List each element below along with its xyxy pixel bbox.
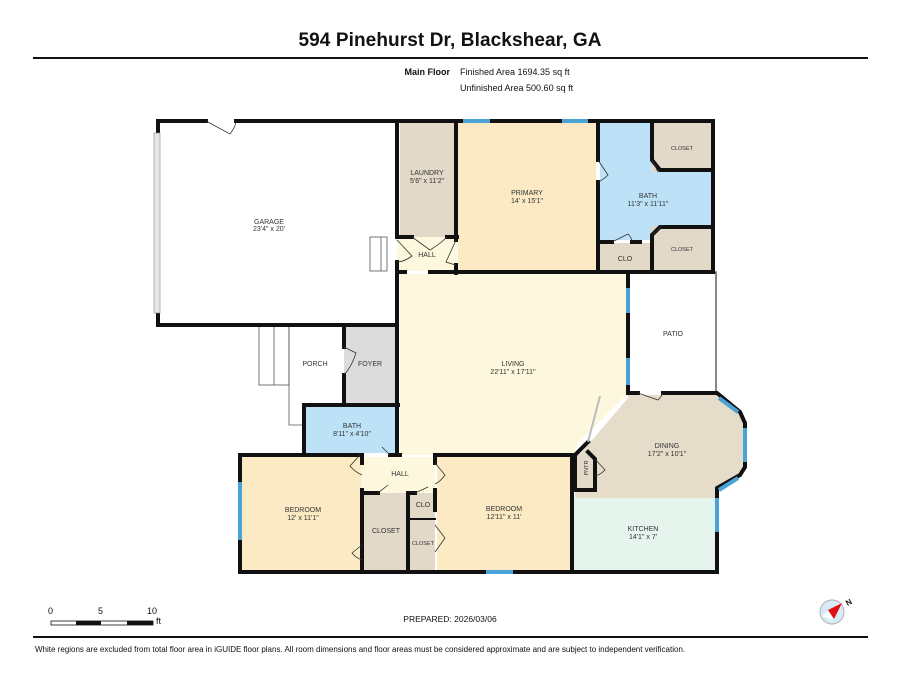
bedroom-west-dims: 12' x 11'1" — [287, 515, 319, 522]
primary-label: PRIMARY — [511, 190, 543, 197]
laundry-label: LAUNDRY — [410, 170, 444, 177]
garage-fill — [160, 121, 397, 325]
hall-south-label: HALL — [391, 471, 409, 478]
room-labels: GARAGE 23'4" x 20' LAUNDRY 5'6" x 11'2" … — [253, 146, 694, 547]
scale-bar — [50, 620, 154, 626]
laundry-fill — [400, 121, 455, 237]
closet-south-label: CLOSET — [372, 528, 401, 535]
closet-south-fill — [364, 493, 407, 571]
bedroom-east-label: BEDROOM — [486, 506, 522, 513]
kitchen-dims: 14'1" x 7' — [629, 534, 657, 541]
bath-hall-dims: 8'11" x 4'10" — [333, 431, 371, 438]
clo-ne-label: CLO — [618, 256, 633, 263]
closet-ne-top-fill — [652, 121, 713, 172]
primary-bath-dims: 11'3" x 11'11" — [628, 201, 669, 208]
compass-icon — [819, 599, 845, 625]
scale-tick-0: 0 — [48, 606, 54, 616]
living-fill — [400, 274, 628, 455]
kitchen-fill — [574, 498, 716, 570]
closet-south-small-fill — [410, 520, 435, 571]
unfinished-area: Unfinished Area 500.60 sq ft — [460, 83, 574, 93]
patio-label: PATIO — [663, 331, 684, 338]
finished-area: Finished Area 1694.35 sq ft — [460, 67, 570, 77]
clo-south-fill — [410, 493, 435, 520]
living-dims: 22'11" x 17'11" — [490, 369, 536, 376]
foyer-fill — [344, 327, 398, 403]
garage-dims: 23'4" x 20' — [253, 226, 285, 233]
closet-south-small-label: CLOSET — [412, 541, 435, 547]
primary-dims: 14' x 15'1" — [511, 198, 544, 205]
bedroom-west-label: BEDROOM — [285, 507, 321, 514]
dining-label: DINING — [655, 443, 680, 450]
hall-south-fill — [361, 457, 435, 493]
bedroom-east-dims: 12'11" x 11' — [487, 514, 522, 521]
pantry-label: PNTR — [584, 460, 590, 475]
disclaimer-text: White regions are excluded from total fl… — [35, 645, 686, 654]
garage-door — [153, 132, 161, 314]
dining-fill — [575, 395, 745, 498]
windows — [238, 119, 747, 574]
walls — [156, 119, 747, 574]
page-title: 594 Pinehurst Dr, Blackshear, GA — [298, 30, 602, 51]
hall-north-label: HALL — [418, 252, 436, 259]
laundry-dims: 5'6" x 11'2" — [410, 178, 444, 185]
bedroom-east-fill — [437, 457, 571, 571]
primary-fill — [458, 121, 596, 271]
closet-ne-bottom-label: CLOSET — [671, 247, 694, 253]
kitchen-label: KITCHEN — [628, 526, 659, 533]
garage-label: GARAGE — [254, 219, 284, 226]
clo-south-label: CLO — [416, 502, 431, 509]
scale-tick-5: 5 — [98, 606, 104, 616]
header-divider — [33, 57, 868, 59]
bedroom-west-fill — [241, 457, 361, 571]
closet-ne-top-label: CLOSET — [671, 146, 694, 152]
scale-unit: ft — [156, 616, 162, 626]
primary-bath-fill — [600, 121, 713, 240]
living-label: LIVING — [502, 361, 525, 368]
foyer-label: FOYER — [358, 361, 382, 368]
bath-hall-label: BATH — [343, 423, 361, 430]
doors — [205, 120, 664, 561]
pantry-fill — [574, 453, 596, 488]
clo-ne-fill — [600, 243, 650, 271]
room-fills — [160, 121, 745, 571]
closet-ne-bottom-fill — [652, 226, 713, 271]
primary-bath-label: BATH — [639, 193, 657, 200]
dining-dims: 17'2" x 10'1" — [648, 451, 687, 458]
floor-label: Main Floor — [404, 67, 451, 77]
prepared-date: PREPARED: 2026/03/06 — [403, 614, 497, 624]
scale-tick-10: 10 — [147, 606, 158, 616]
patio-fill — [630, 274, 716, 393]
bath-hall-fill — [306, 405, 398, 453]
hall-north-fill — [397, 237, 457, 271]
porch-label: PORCH — [302, 361, 327, 368]
